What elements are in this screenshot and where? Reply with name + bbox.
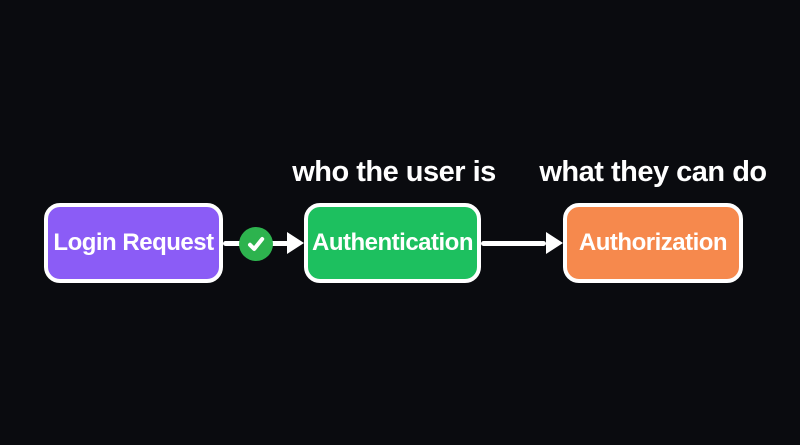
check-badge: [239, 227, 273, 261]
node-authorization: Authorization: [563, 203, 743, 283]
arrow-authentication-to-authorization-line: [481, 241, 546, 246]
node-authorization-label: Authorization: [578, 229, 728, 256]
arrow-login-to-authentication-head: [287, 232, 304, 254]
node-login-request: Login Request: [44, 203, 223, 283]
node-authentication: Authentication: [304, 203, 481, 283]
annotation-who-the-user-is: who the user is: [292, 156, 496, 188]
node-login-request-label: Login Request: [53, 229, 214, 256]
node-authentication-label: Authentication: [312, 229, 474, 256]
check-icon: [248, 237, 265, 251]
arrow-authentication-to-authorization-head: [546, 232, 563, 254]
annotation-what-they-can-do: what they can do: [539, 156, 767, 188]
